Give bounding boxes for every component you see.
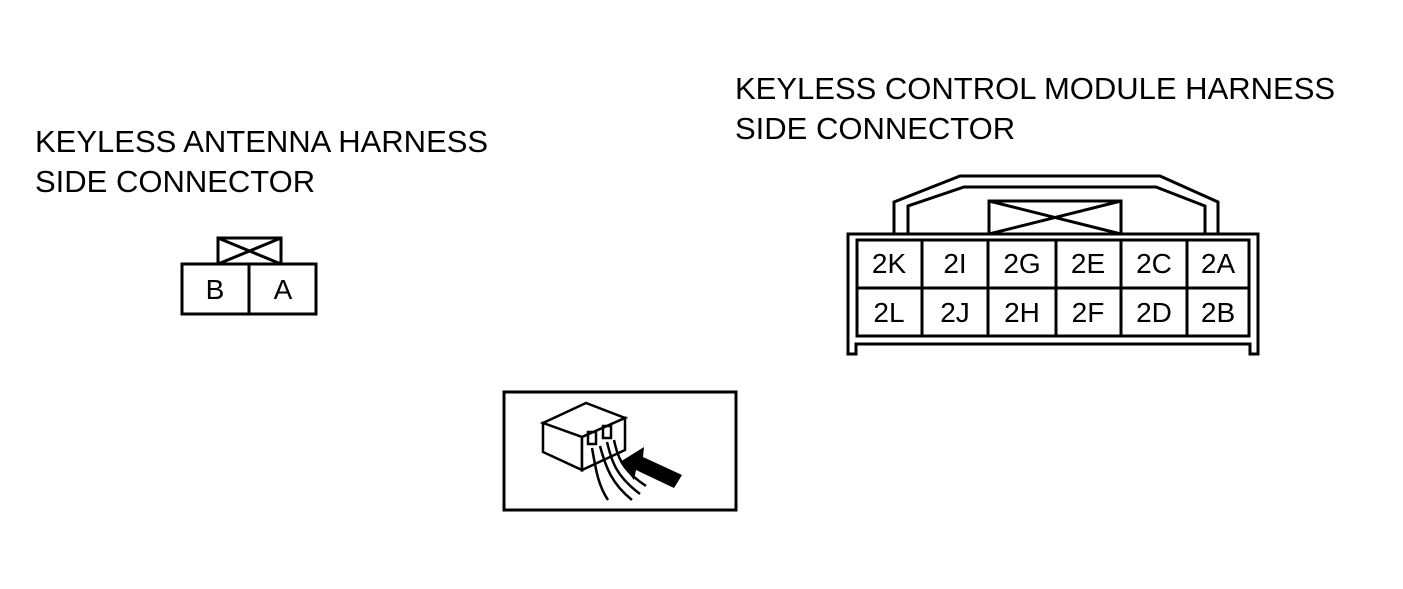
view-icon-frame: [502, 390, 738, 512]
antenna-title-line1: KEYLESS ANTENNA HARNESS: [35, 124, 489, 159]
module-pin-label: 2J: [940, 297, 970, 328]
harness-wire: [598, 445, 633, 501]
module-pin-label: 2A: [1201, 248, 1236, 279]
module-clip-outer: [892, 174, 1220, 234]
antenna-pin-b: B: [206, 274, 225, 305]
module-pin-labels: 2K 2I 2G 2E 2C 2A 2L 2J 2H 2F 2D 2B: [872, 248, 1236, 328]
harness-wire: [590, 447, 610, 501]
module-title-line2: SIDE CONNECTOR: [735, 111, 1016, 146]
terminal-slot: [601, 424, 613, 440]
antenna-pin-a: A: [274, 274, 293, 305]
module-pin-label: 2I: [943, 248, 966, 279]
harness-wire: [605, 441, 641, 495]
harness-side-view-icon: [502, 390, 738, 512]
module-pin-label: 2H: [1004, 297, 1040, 328]
module-clip-inner: [906, 185, 1207, 234]
terminal-slot: [586, 430, 598, 446]
antenna-connector: [180, 236, 318, 316]
antenna-connector-title: KEYLESS ANTENNA HARNESS SIDE CONNECTOR: [35, 122, 488, 202]
module-connector-title: KEYLESS CONTROL MODULE HARNESS SIDE CONN…: [735, 69, 1335, 149]
module-connector-housing: [846, 232, 1260, 356]
module-pin-label: 2K: [872, 248, 907, 279]
module-title-line1: KEYLESS CONTROL MODULE HARNESS: [735, 71, 1336, 106]
antenna-title-line2: SIDE CONNECTOR: [35, 164, 316, 199]
module-pin-label: 2F: [1072, 297, 1105, 328]
module-pin-label: 2E: [1071, 248, 1105, 279]
module-pin-label: 2G: [1003, 248, 1040, 279]
module-pin-label: 2B: [1201, 297, 1235, 328]
module-pin-label: 2D: [1136, 297, 1172, 328]
view-direction-arrow-icon: [620, 447, 682, 488]
antenna-lock-x-line: [217, 236, 282, 266]
module-connector: [846, 174, 1260, 356]
module-pin-label: 2L: [873, 297, 904, 328]
module-lock-x-line: [988, 199, 1122, 236]
module-pin-label: 2C: [1136, 248, 1172, 279]
